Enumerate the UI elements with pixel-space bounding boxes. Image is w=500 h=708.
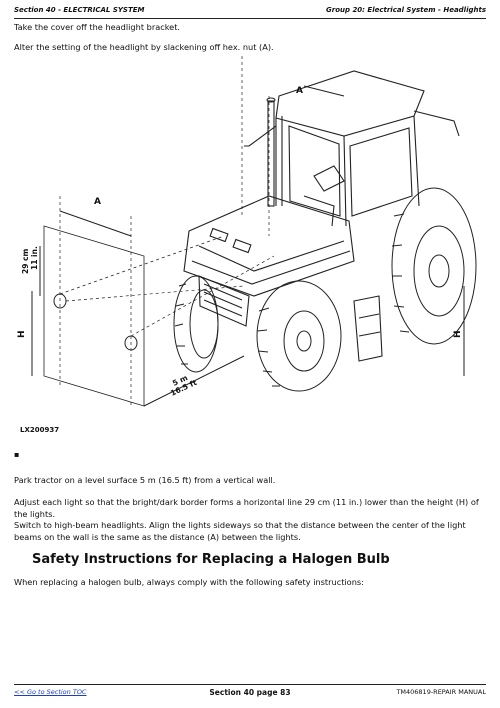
- section-toc-link[interactable]: << Go to Section TOC: [14, 688, 87, 696]
- label-a-left: A: [94, 197, 101, 207]
- page-header: Section 40 - ELECTRICAL SYSTEM Group 20:…: [14, 6, 486, 18]
- dim-a-top-line: [303, 85, 345, 97]
- dim-29cm-label: 29 cm: [21, 249, 30, 274]
- safety-heading: Safety Instructions for Replacing a Halo…: [32, 552, 390, 567]
- safety-text: When replacing a halogen bulb, always co…: [14, 577, 364, 587]
- figure-code: LX200937: [20, 426, 59, 434]
- body-paragraph-1: Park tractor on a level surface 5 m (16.…: [14, 475, 276, 485]
- wall-plane: [43, 225, 145, 407]
- dim-a-left-line: [59, 210, 132, 237]
- dist-5m-line: [143, 355, 245, 407]
- footer-page-number: Section 40 page 83: [209, 688, 291, 697]
- body-paragraph-3: Switch to high-beam headlights. Align th…: [14, 520, 466, 542]
- headlight-adjustment-figure: A A H H 29 cm 11 in. 5 m 16.5 ft LX20093…: [14, 56, 486, 446]
- body-paragraph-2: Adjust each light so that the bright/dar…: [14, 497, 479, 519]
- intro-line-1: Take the cover off the headlight bracket…: [14, 22, 181, 32]
- label-h-right: H: [453, 330, 463, 338]
- projection-lines: [59, 56, 275, 406]
- section-title: Section 40 - ELECTRICAL SYSTEM: [14, 6, 145, 14]
- footer-rule: [14, 684, 486, 685]
- rear-right-tire: [391, 187, 477, 345]
- bullet-marker: ▪: [14, 450, 20, 459]
- front-left-tire: [173, 275, 219, 373]
- tractor-illustration: A A H H 29 cm 11 in. 5 m 16.5 ft LX20093…: [17, 56, 477, 434]
- header-rule: [14, 18, 486, 19]
- footer-manual-id: TM406819-REPAIR MANUAL: [396, 688, 486, 696]
- group-title: Group 20: Electrical System - Headlights: [326, 6, 486, 14]
- intro-line-2: Alter the setting of the headlight by sl…: [14, 42, 274, 52]
- label-a-top: A: [296, 86, 303, 96]
- label-h-left: H: [17, 330, 27, 338]
- tractor-body: [183, 70, 460, 362]
- dim-11in-label: 11 in.: [30, 246, 39, 270]
- front-right-tire: [256, 280, 342, 392]
